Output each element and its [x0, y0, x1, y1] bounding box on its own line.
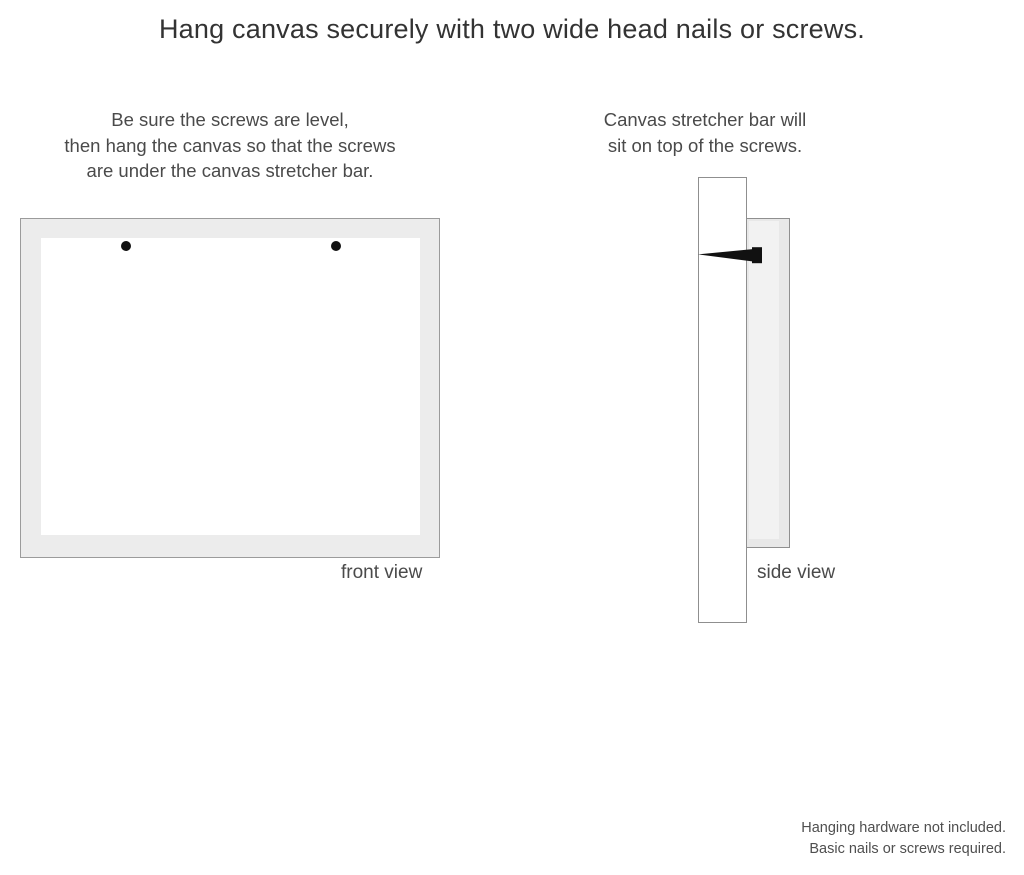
footer-disclaimer: Hanging hardware not included. Basic nai…	[586, 818, 1006, 860]
front-view-label: front view	[341, 562, 423, 583]
side-view-caption: Canvas stretcher bar will sit on top of …	[585, 107, 825, 158]
side-view-caption-line-2: sit on top of the screws.	[607, 134, 803, 156]
front-view-canvas-diagram	[20, 218, 440, 558]
front-view-caption-line-1: Be sure the screws are level,	[111, 109, 349, 130]
side-view-stretcher-bar	[746, 218, 790, 548]
front-view-caption-line-3: are under the canvas stretcher bar.	[86, 160, 374, 181]
side-view-label: side view	[757, 562, 836, 583]
screw-dot-left-icon	[121, 241, 131, 251]
front-view-caption-line-2: then hang the canvas so that the screws	[64, 134, 396, 156]
side-view-canvas-face	[749, 221, 779, 539]
side-view-caption-line-1: Canvas stretcher bar will	[603, 109, 807, 130]
footer-line-1: Hanging hardware not included.	[801, 820, 1006, 836]
front-view-caption: Be sure the screws are level, then hang …	[20, 107, 440, 184]
screw-dot-right-icon	[331, 241, 341, 251]
page-title: Hang canvas securely with two wide head …	[158, 14, 865, 44]
screw-side-icon	[698, 243, 764, 267]
canvas-face-front	[41, 238, 420, 535]
footer-line-2: Basic nails or screws required.	[809, 841, 1006, 857]
